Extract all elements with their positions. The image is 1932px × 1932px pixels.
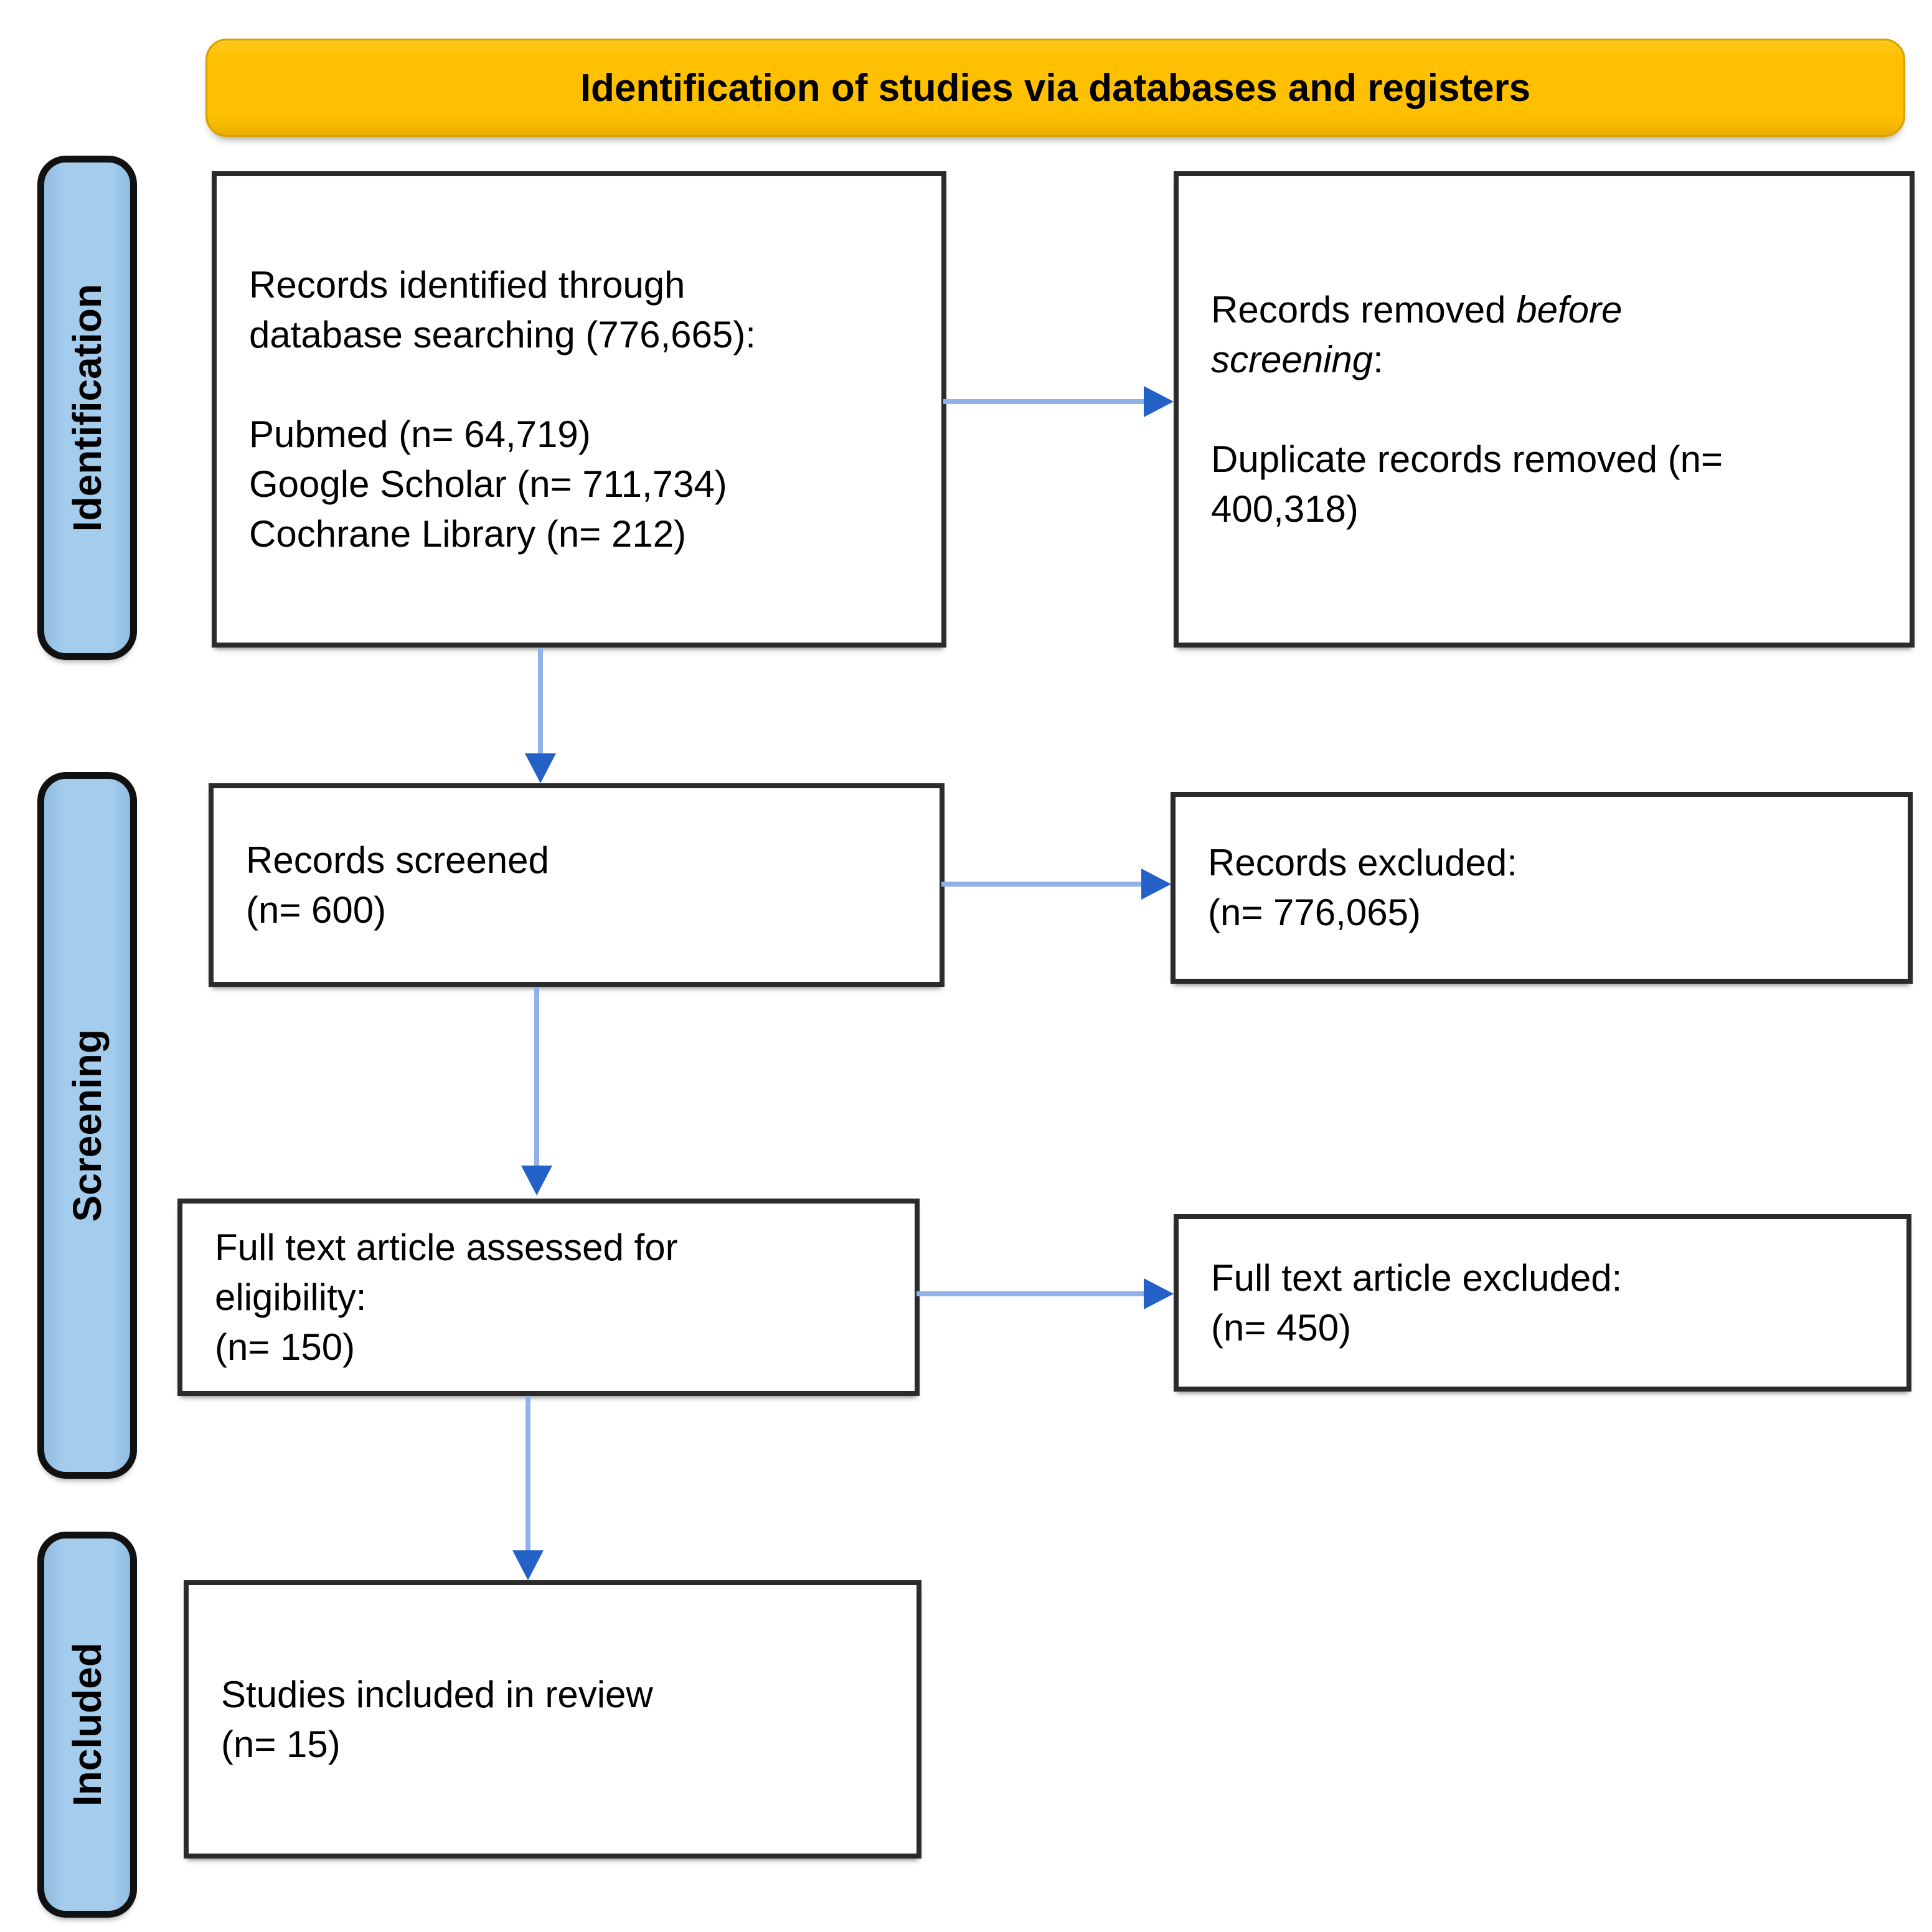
records-excluded-line2: (n= 776,065) — [1208, 892, 1421, 933]
records-screened-line2: (n= 600) — [246, 888, 387, 931]
records-identified-source-pubmed: Pubmed (n= 64,719) — [249, 413, 591, 455]
arrow-screened-to-fulltext-head-icon — [521, 1166, 552, 1195]
arrow-screened-to-fulltext-line — [534, 987, 539, 1171]
box-records-excluded: Records excluded: (n= 776,065) — [1171, 792, 1913, 984]
stage-label-screening: Screening — [37, 772, 137, 1479]
arrow-fulltext-to-excluded-line — [917, 1291, 1150, 1296]
records-identified-heading: Records identified through database sear… — [249, 260, 917, 360]
records-removed-heading: Records removed before screening: — [1211, 285, 1885, 385]
arrow-identified-to-removed-line — [943, 399, 1149, 404]
arrow-screened-to-excluded-line — [941, 882, 1147, 887]
box-studies-included: Studies included in review (n= 15) — [184, 1580, 921, 1859]
records-removed-heading-colon: : — [1373, 338, 1383, 380]
stage-label-screening-text: Screening — [65, 1029, 110, 1222]
records-identified-source-cochrane: Cochrane Library (n= 212) — [249, 512, 687, 555]
full-text-assessed-line1: Full text article assessed for — [215, 1226, 678, 1268]
records-screened-line1: Records screened — [246, 839, 549, 881]
full-text-excluded-line1: Full text article excluded: — [1211, 1256, 1623, 1299]
records-removed-detail-line2: 400,318) — [1211, 488, 1359, 530]
full-text-assessed-text: Full text article assessed for eligibili… — [215, 1223, 890, 1372]
arrow-identified-to-screened-line — [538, 648, 543, 760]
full-text-assessed-line2: eligibility: — [215, 1276, 367, 1318]
full-text-excluded-text: Full text article excluded: (n= 450) — [1211, 1253, 1882, 1353]
stage-label-identification-text: Identification — [65, 283, 110, 532]
arrow-fulltext-to-included-head-icon — [512, 1550, 544, 1580]
arrow-identified-to-removed-head-icon — [1144, 386, 1174, 417]
records-identified-heading-line2: database searching (776,665): — [249, 313, 756, 356]
full-text-assessed-line3: (n= 150) — [215, 1326, 356, 1368]
banner-identification-of-studies: Identification of studies via databases … — [205, 39, 1905, 137]
records-identified-sources: Pubmed (n= 64,719) Google Scholar (n= 71… — [249, 410, 917, 559]
records-screened-text: Records screened (n= 600) — [246, 836, 915, 935]
records-excluded-line1: Records excluded: — [1208, 842, 1517, 884]
studies-included-text: Studies included in review (n= 15) — [221, 1670, 892, 1769]
arrow-identified-to-screened-head-icon — [525, 753, 556, 783]
arrow-fulltext-to-excluded-head-icon — [1144, 1278, 1174, 1309]
records-removed-heading-italic2: screening — [1211, 338, 1374, 380]
stage-label-identification: Identification — [37, 156, 137, 660]
arrow-fulltext-to-included-line — [525, 1396, 530, 1557]
box-full-text-assessed: Full text article assessed for eligibili… — [177, 1199, 920, 1396]
full-text-excluded-line2: (n= 450) — [1211, 1306, 1352, 1349]
studies-included-line2: (n= 15) — [221, 1723, 341, 1765]
arrow-screened-to-excluded-head-icon — [1141, 869, 1171, 900]
box-full-text-excluded: Full text article excluded: (n= 450) — [1174, 1214, 1911, 1392]
studies-included-line1: Studies included in review — [221, 1673, 653, 1715]
records-removed-heading-italic1: before — [1516, 288, 1623, 331]
stage-label-included-text: Included — [65, 1642, 110, 1807]
records-excluded-text: Records excluded: (n= 776,065) — [1208, 838, 1883, 938]
records-removed-heading-prefix: Records removed — [1211, 288, 1517, 331]
box-records-screened: Records screened (n= 600) — [209, 783, 945, 987]
records-identified-heading-line1: Records identified through — [249, 263, 686, 306]
stage-label-included: Included — [37, 1532, 137, 1918]
records-removed-detail-line1: Duplicate records removed (n= — [1211, 438, 1723, 480]
records-identified-source-google-scholar: Google Scholar (n= 711,734) — [249, 463, 727, 505]
box-records-removed-before-screening: Records removed before screening: Duplic… — [1174, 171, 1915, 648]
records-removed-detail: Duplicate records removed (n= 400,318) — [1211, 435, 1885, 534]
banner-title: Identification of studies via databases … — [580, 66, 1531, 110]
box-records-identified: Records identified through database sear… — [212, 171, 946, 648]
